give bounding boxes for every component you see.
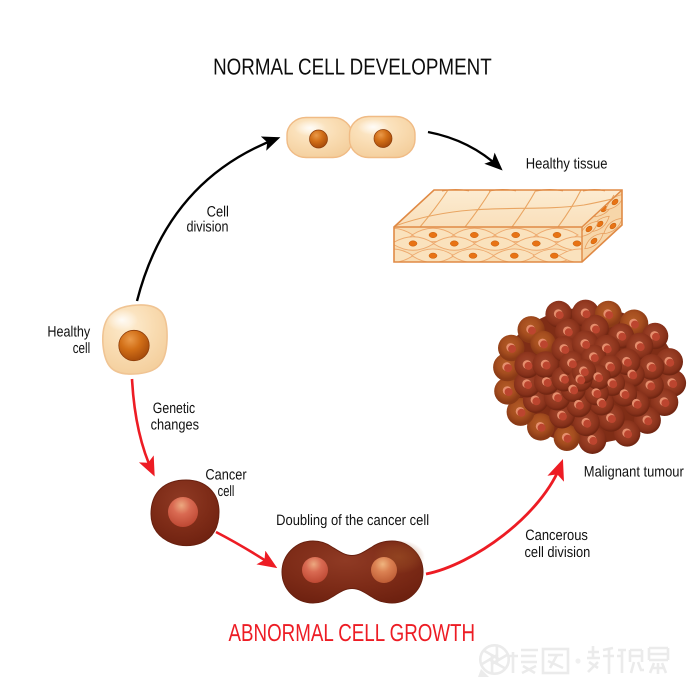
svg-text:Cancerous: Cancerous <box>525 527 588 544</box>
svg-text:cell: cell <box>73 340 91 357</box>
svg-text:Healthy: Healthy <box>47 323 90 340</box>
svg-text:division: division <box>187 218 229 235</box>
svg-text:Doubling of the cancer cell: Doubling of the cancer cell <box>276 512 429 529</box>
svg-text:Cell: Cell <box>207 203 229 220</box>
svg-text:cell: cell <box>218 483 235 500</box>
svg-text:Malignant tumour: Malignant tumour <box>584 463 684 480</box>
svg-text:Healthy tissue: Healthy tissue <box>526 155 608 172</box>
svg-text:cell division: cell division <box>525 544 591 561</box>
svg-text:NORMAL CELL DEVELOPMENT: NORMAL CELL DEVELOPMENT <box>213 54 492 80</box>
svg-text:Genetic: Genetic <box>153 400 196 417</box>
svg-text:Cancer: Cancer <box>205 467 246 484</box>
svg-text:ABNORMAL CELL GROWTH: ABNORMAL CELL GROWTH <box>229 620 476 647</box>
svg-text:changes: changes <box>151 416 199 433</box>
